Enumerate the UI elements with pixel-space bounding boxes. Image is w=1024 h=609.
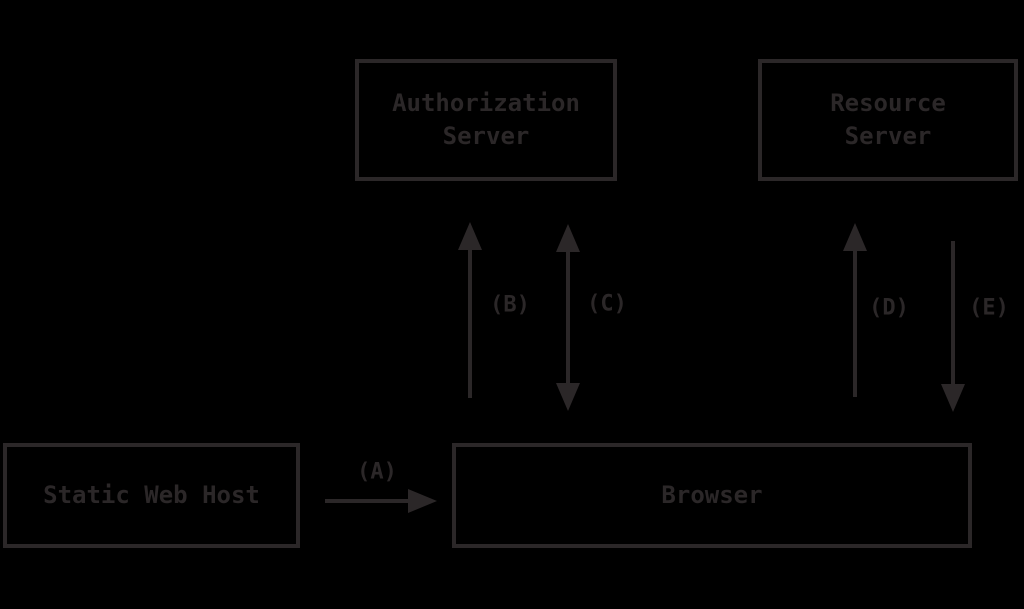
arrow-d-head bbox=[843, 223, 867, 251]
label-line-1: Resource bbox=[830, 89, 946, 117]
label-line-1: Authorization bbox=[392, 89, 580, 117]
node-browser-label: Browser bbox=[661, 481, 763, 509]
arrow-c-head-bottom bbox=[556, 383, 580, 411]
arrow-e-head bbox=[941, 384, 965, 412]
arrow-d bbox=[843, 223, 867, 397]
arrow-a bbox=[325, 489, 437, 513]
node-authorization-server-label: Authorization Server bbox=[392, 87, 580, 153]
node-static-web-host-label: Static Web Host bbox=[43, 481, 260, 509]
arrow-c bbox=[556, 224, 580, 411]
arrow-d-label: (D) bbox=[869, 295, 909, 321]
arrow-b-label: (B) bbox=[490, 292, 530, 318]
arrow-a-head bbox=[408, 489, 437, 513]
node-static-web-host: Static Web Host bbox=[3, 443, 300, 548]
arrow-b-head bbox=[458, 222, 482, 250]
label-line-2: Server bbox=[844, 122, 932, 150]
arrow-c-label: (C) bbox=[587, 291, 627, 317]
arrow-e-label: (E) bbox=[969, 295, 1009, 321]
arrow-a-label: (A) bbox=[357, 459, 397, 485]
node-resource-server-label: Resource Server bbox=[830, 87, 946, 153]
label-line-2: Server bbox=[442, 122, 530, 150]
arrow-e bbox=[941, 241, 965, 412]
node-resource-server: Resource Server bbox=[758, 59, 1018, 181]
node-authorization-server: Authorization Server bbox=[355, 59, 617, 181]
arrow-c-head-top bbox=[556, 224, 580, 252]
node-browser: Browser bbox=[452, 443, 972, 548]
arrow-b bbox=[458, 222, 482, 398]
